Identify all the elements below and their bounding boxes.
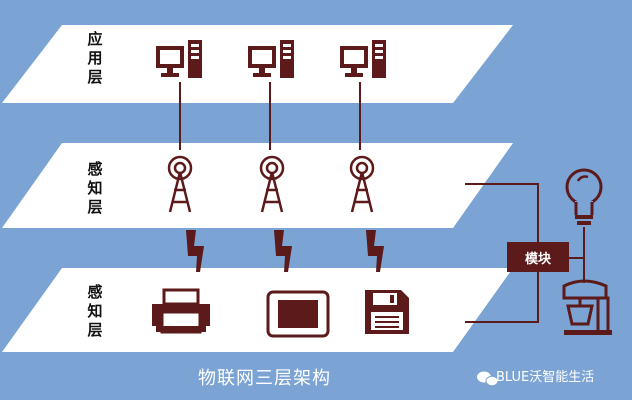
computer-icon [156,40,202,78]
diagram-caption: 物联网三层架构 [198,368,331,389]
watermark-text: BLUE沃智能生活 [496,370,595,385]
lightning-signal-icon [186,230,204,272]
tablet-icon [266,290,330,338]
antenna-tower-icon [167,155,193,213]
printer-icon [152,288,210,334]
watermark-icon-spacer [470,369,492,383]
module-box: 模块 [507,242,569,272]
stand-mixer-icon [562,279,612,335]
device-layer-plane [2,268,513,352]
wechat-icon [477,371,499,387]
light-bulb-icon [565,168,603,225]
antenna-tower-icon [259,155,285,213]
lightning-signal-icon [274,230,292,272]
computer-icon [340,40,386,78]
computer-icon [248,40,294,78]
layer-label-application: 应用层 [87,30,103,86]
antenna-tower-icon [349,155,375,213]
connector-lines [179,82,585,323]
perception-layer-plane [2,143,513,228]
layer-label-perception: 感知层 [87,160,103,216]
floppy-disk-icon [365,290,409,334]
lightning-signal-icon [366,230,384,272]
layer-label-device: 感知层 [87,283,103,339]
watermark: BLUE沃智能生活 [470,366,594,385]
